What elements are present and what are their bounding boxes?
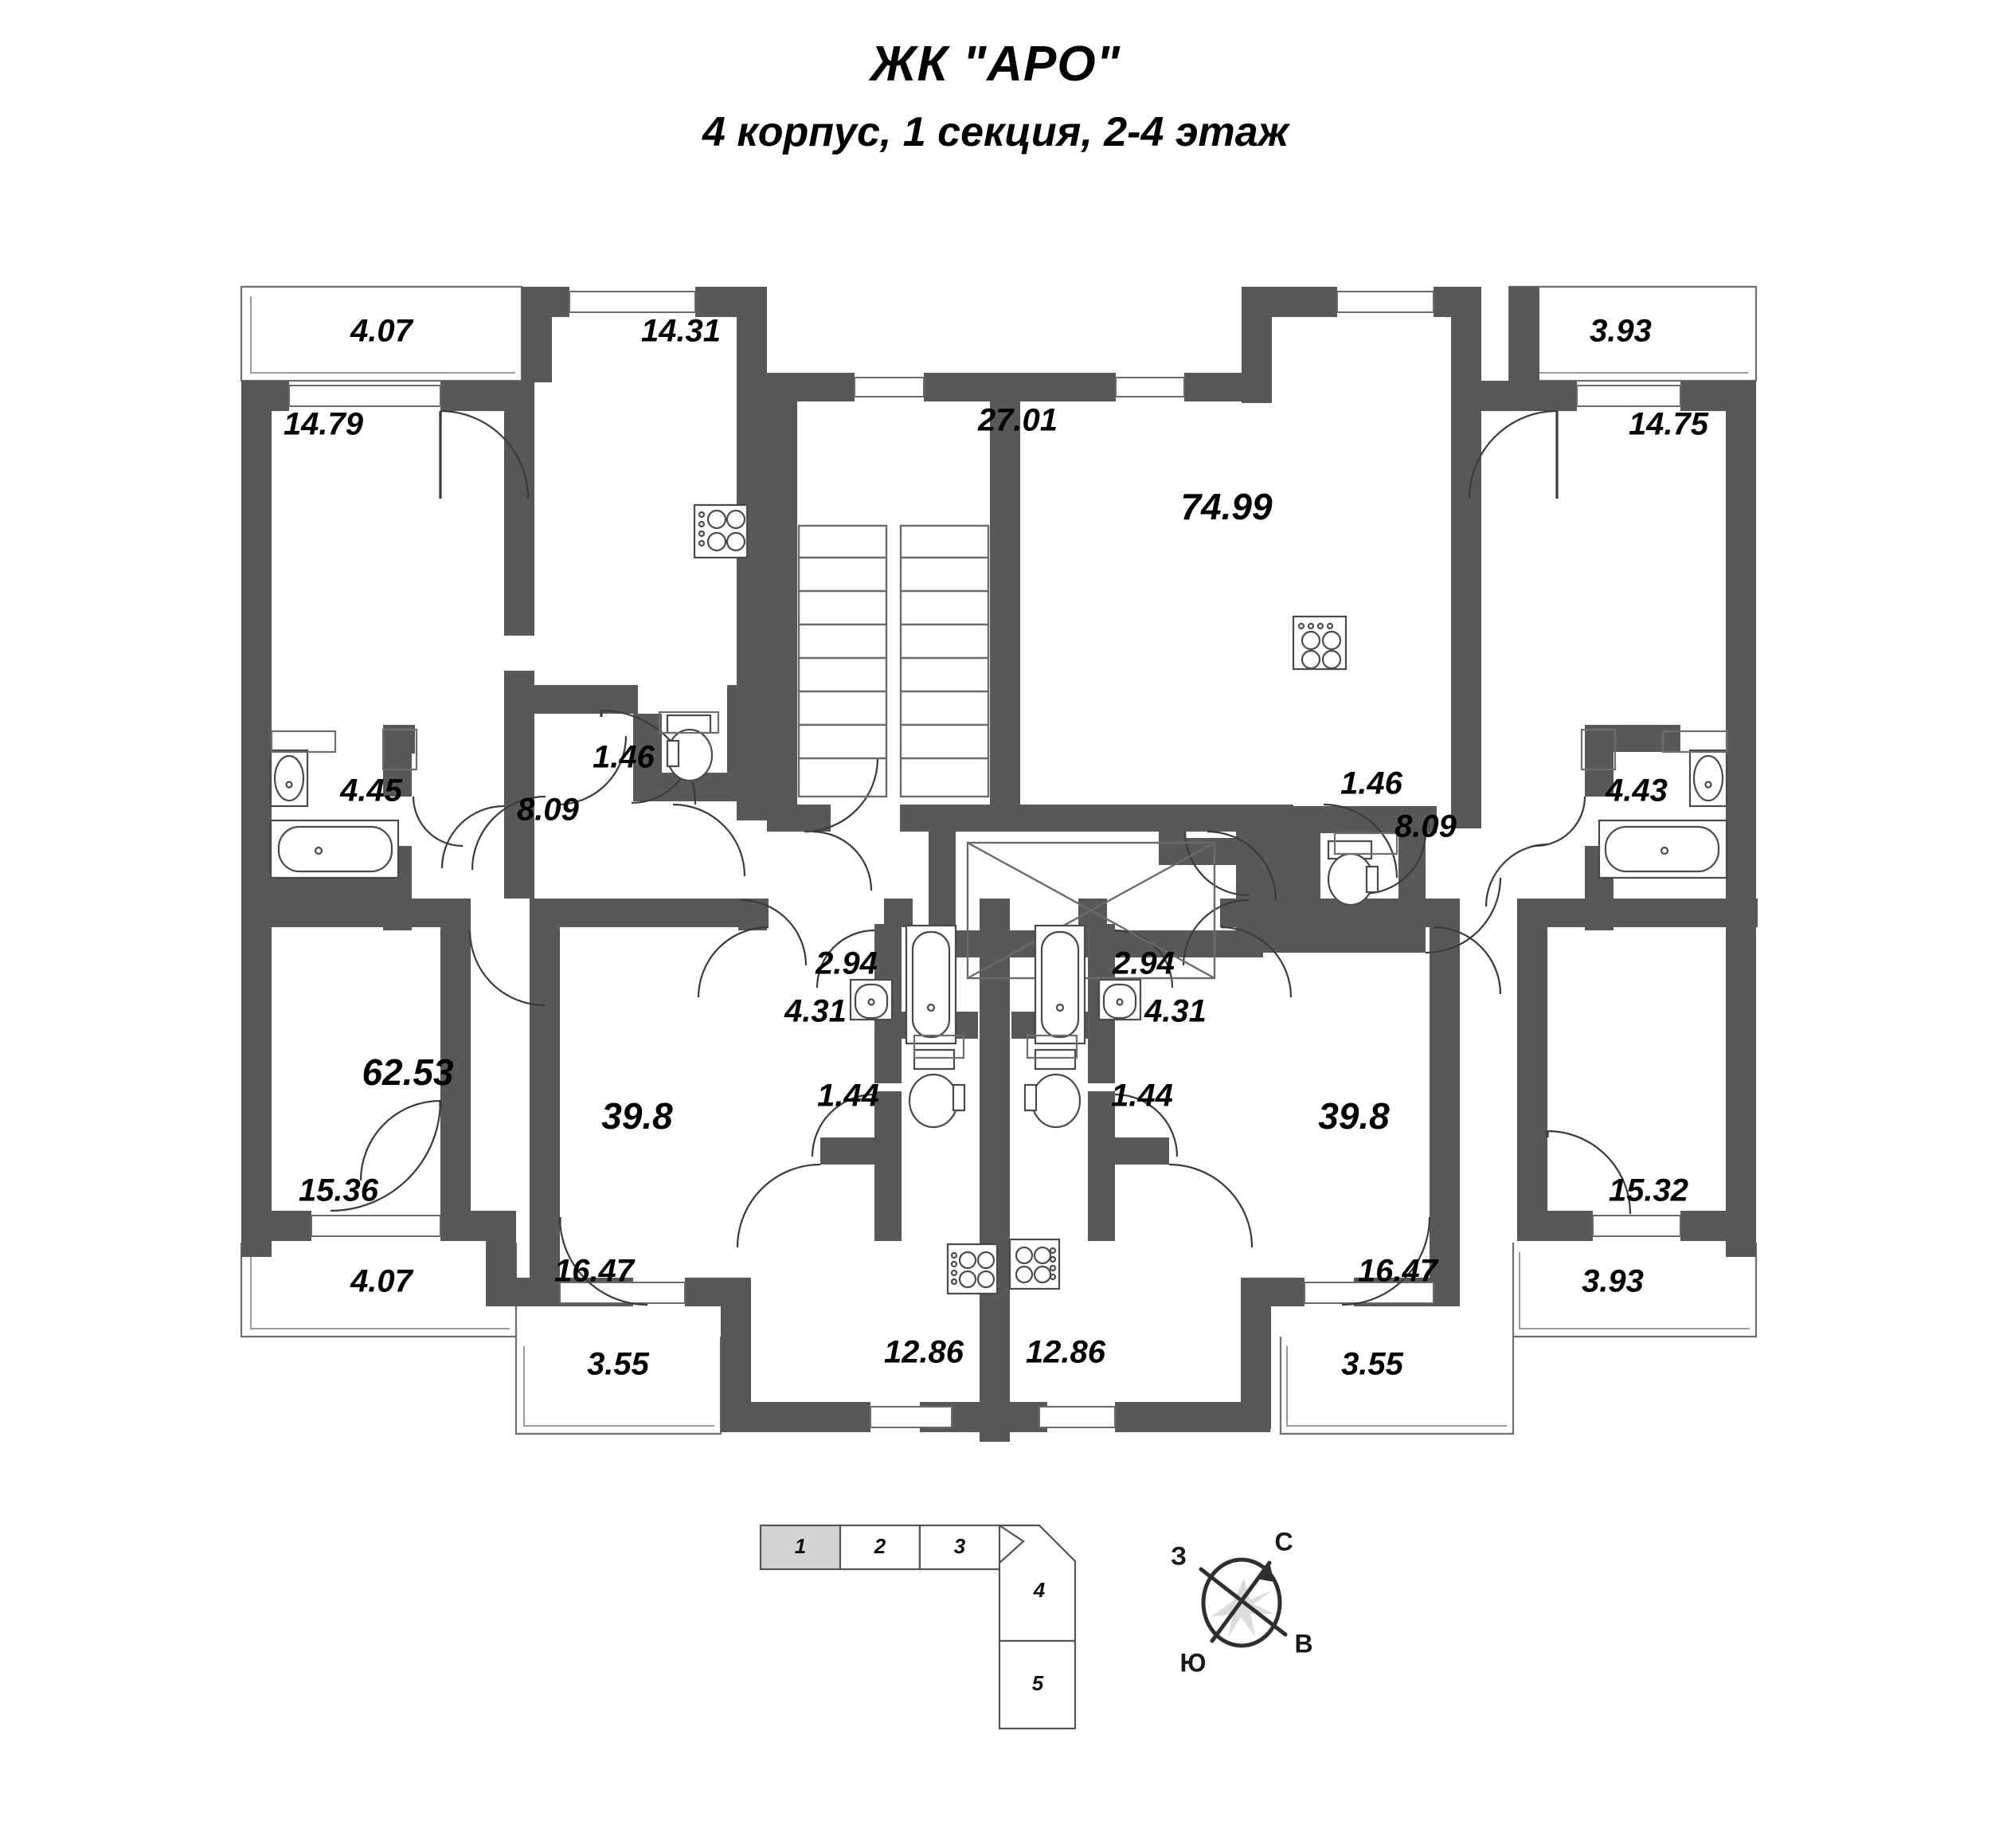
area-label-balcony-top-right: 3.93: [1590, 314, 1652, 349]
area-label-apartment-top-right-total: 74.99: [1180, 486, 1273, 527]
area-label-apartment-mid-right-total: 39.8: [1318, 1095, 1390, 1137]
wall-structure: [241, 287, 1758, 1442]
area-label-balcony-lower-left: 4.07: [350, 1264, 414, 1299]
toilet-icon: [1327, 840, 1379, 906]
windows: [288, 291, 1681, 1428]
compass-west-label: З: [1171, 1541, 1187, 1570]
bathtub-icon: [1598, 819, 1728, 879]
elevator-shaft: [966, 841, 1216, 980]
area-label-room-right-living: 14.75: [1629, 407, 1709, 442]
bathtub-icon: [1034, 924, 1086, 1045]
area-label-bath-right: 4.43: [1605, 773, 1668, 808]
compass-east-label: В: [1294, 1629, 1312, 1658]
sink-icon: [849, 978, 894, 1021]
compass-south-label: Ю: [1180, 1648, 1207, 1677]
area-label-apartment-mid-left-total: 39.8: [601, 1095, 673, 1137]
key-section-2-label: 2: [874, 1534, 886, 1558]
area-label-hall-mid-right: 4.31: [1144, 994, 1207, 1029]
area-label-apartment-left-total: 62.53: [362, 1051, 454, 1093]
area-label-bath-mid-left: 2.94: [815, 946, 878, 981]
page-title: ЖК "АРО": [870, 37, 1121, 92]
area-label-stair-hall: 27.01: [977, 403, 1058, 438]
staircase: [797, 524, 990, 798]
area-label-hall-right: 8.09: [1394, 809, 1457, 844]
sink-icon: [1097, 978, 1142, 1021]
area-label-hall-left: 8.09: [517, 793, 580, 828]
compass-rose: С В Ю З: [1171, 1527, 1313, 1677]
bathtub-icon: [905, 924, 957, 1045]
area-label-bath-left: 4.45: [339, 773, 403, 808]
title-block: ЖК "АРО" 4 корпус, 1 секция, 2-4 этаж: [0, 37, 1991, 155]
area-labels: 4.07 14.31 14.79 27.01 74.99 3.93 14.75 …: [284, 314, 1709, 1382]
area-label-balcony-mid-left: 3.55: [587, 1347, 650, 1382]
toilet-icon: [1023, 1048, 1082, 1129]
compass-north-label: С: [1274, 1527, 1293, 1556]
area-label-balcony-mid-right: 3.55: [1341, 1347, 1404, 1382]
bathtub-icon: [269, 819, 400, 879]
counter-detail: [270, 711, 1728, 1059]
stove-icon: [1292, 615, 1348, 671]
toilet-icon: [908, 1048, 966, 1129]
sink-icon: [1688, 749, 1728, 808]
stove-icon: [1008, 1238, 1061, 1290]
page-subtitle: 4 корпус, 1 секция, 2-4 этаж: [702, 109, 1289, 155]
stove-icon: [946, 1243, 999, 1295]
area-label-bath-mid-right: 2.94: [1112, 946, 1175, 981]
area-label-hall-mid-left: 4.31: [784, 994, 847, 1029]
area-label-wc-mid-right: 1.44: [1111, 1079, 1173, 1114]
key-diagram[interactable]: 1 2 3 4 5: [759, 1524, 1077, 1730]
area-label-kitchen-mid-right: 12.86: [1026, 1335, 1106, 1370]
area-label-wc-mid-left: 1.44: [817, 1079, 879, 1114]
key-section-1-label: 1: [795, 1534, 806, 1558]
area-label-wc-right: 1.46: [1340, 766, 1403, 801]
area-label-balcony-top-left: 4.07: [350, 314, 414, 349]
toilet-icon: [666, 714, 714, 782]
area-label-room-left-lower: 15.36: [299, 1173, 379, 1208]
sink-icon: [269, 749, 309, 808]
key-section-2[interactable]: [839, 1524, 921, 1571]
stove-icon: [693, 503, 749, 559]
area-label-kitchen-mid-left: 12.86: [884, 1335, 964, 1370]
area-label-room-top-left-kitchen: 14.31: [641, 314, 721, 349]
key-section-4-label: 4: [1033, 1578, 1046, 1602]
key-section-5-label: 5: [1032, 1671, 1044, 1695]
key-section-3-label: 3: [954, 1534, 966, 1558]
area-label-room-mid-right: 16.47: [1358, 1254, 1439, 1289]
key-section-3[interactable]: [918, 1524, 1001, 1571]
area-label-room-right-lower: 15.32: [1609, 1173, 1688, 1208]
area-label-room-mid-left: 16.47: [554, 1254, 636, 1289]
area-label-room-left-living: 14.79: [284, 407, 364, 442]
area-label-wc-left: 1.46: [593, 740, 655, 775]
key-section-5[interactable]: [998, 1639, 1077, 1730]
area-label-balcony-lower-right: 3.93: [1582, 1264, 1644, 1299]
